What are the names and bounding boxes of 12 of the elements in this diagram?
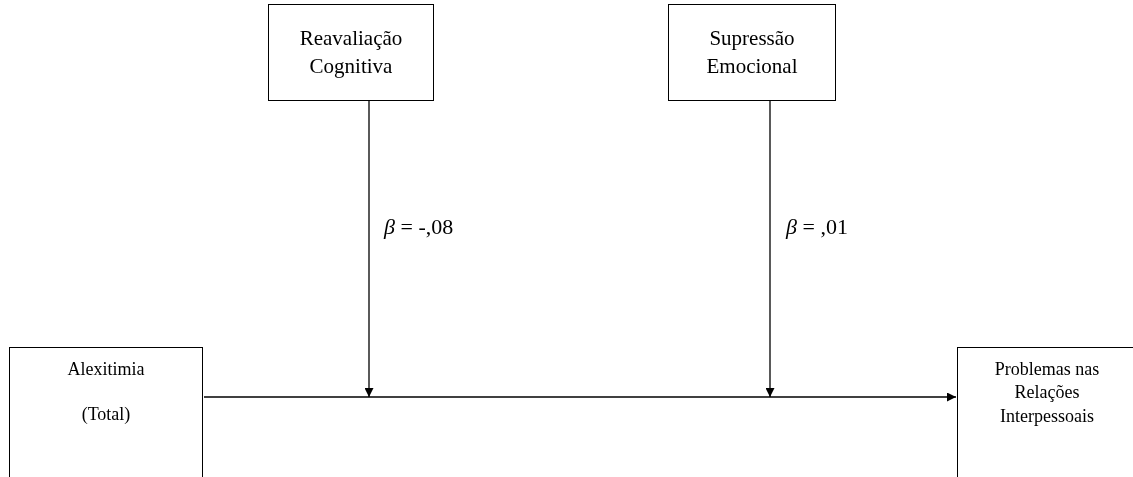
box-text: Problemas nas Relações Interpessoais <box>993 358 1101 428</box>
arrow <box>364 100 374 398</box>
variable-box <box>9 347 203 477</box>
box-text: Reavaliação Cognitiva <box>298 25 404 80</box>
box-text: Alexitimia <box>67 358 145 381</box>
variable-box <box>268 4 434 101</box>
variable-box <box>668 4 836 101</box>
arrow <box>203 392 957 402</box>
variable-box <box>957 347 1133 477</box>
box-text: (Total) <box>81 403 131 427</box>
arrow <box>765 100 775 398</box>
box-text: Supressão Emocional <box>705 25 799 80</box>
